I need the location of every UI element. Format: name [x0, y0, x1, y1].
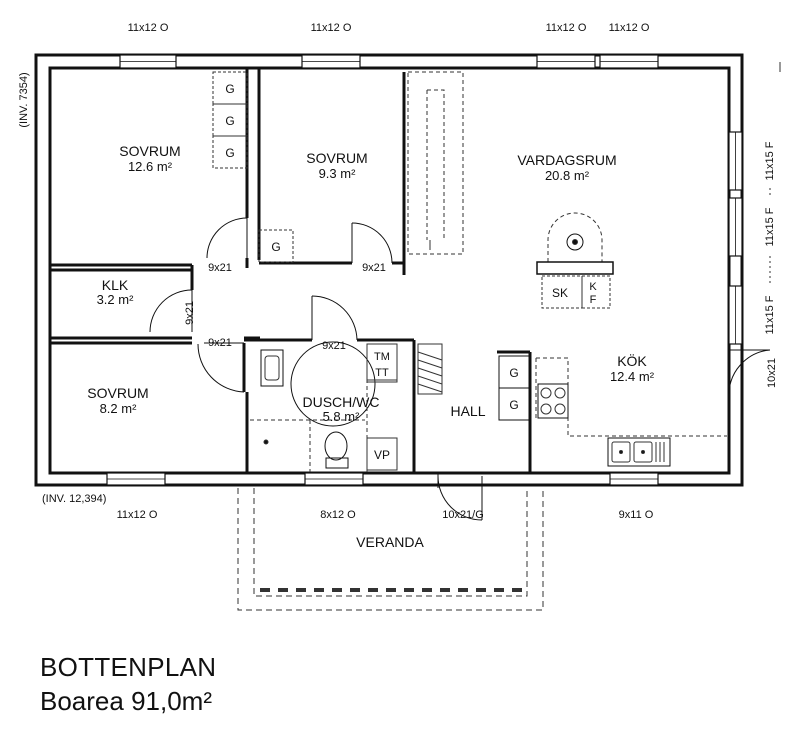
coat-rack	[417, 343, 443, 395]
interior-walls	[50, 68, 532, 473]
stove-ring-icon	[566, 233, 584, 251]
door-sovrum-2-label: 9x21	[362, 262, 386, 274]
door-klk-label: 9x21	[184, 301, 196, 325]
room-sovrum-2-name: SOVRUM	[306, 150, 367, 166]
inventory-left-label: (INV. 7354)	[18, 72, 30, 127]
window-bottom-2-label: 8x12 O	[320, 509, 356, 521]
room-sovrum-2-area: 9.3 m²	[319, 166, 357, 181]
door-sovrum-1-label: 9x21	[208, 262, 232, 274]
closet-label-1: G	[225, 82, 234, 96]
door-side-label: 10x21	[766, 358, 778, 388]
closet-label-2: G	[225, 114, 234, 128]
room-sovrum-3-area: 8.2 m²	[100, 401, 138, 416]
room-sovrum-3-name: SOVRUM	[87, 385, 148, 401]
kitchen-cabinet-label-1: G	[509, 366, 518, 380]
stair-symbol	[407, 71, 464, 255]
window-top-4-label: 11x12 O	[609, 22, 650, 34]
room-kok-name: KÖK	[617, 352, 647, 369]
room-klk-name: KLK	[102, 277, 129, 293]
door-entry-label: 10x21/G	[442, 509, 484, 521]
closet-label-4: G	[271, 240, 280, 254]
closet-label-3: G	[225, 146, 234, 160]
plan-title: BOTTENPLAN	[40, 652, 217, 682]
windows	[106, 54, 743, 486]
room-sovrum-1-area: 12.6 m²	[128, 159, 173, 174]
room-sovrum-1-name: SOVRUM	[119, 143, 180, 159]
room-hall-name: HALL	[450, 403, 485, 419]
window-top-3-label: 11x12 O	[546, 22, 587, 34]
bathroom-fixtures	[250, 341, 398, 472]
inventory-bottom-label: (INV. 12,394)	[42, 493, 106, 505]
kitchen-fixtures	[498, 355, 727, 467]
water-heater-label: VP	[374, 448, 390, 462]
room-veranda-name: VERANDA	[356, 534, 424, 550]
room-kok-area: 12.4 m²	[610, 369, 655, 384]
room-vardagsrum-name: VARDAGSRUM	[517, 152, 616, 168]
room-duschwc-name: DUSCH/WC	[303, 394, 380, 410]
side-dimension-marks	[769, 62, 781, 286]
kitchen-cabinet-label-2: G	[509, 398, 518, 412]
closet-sovrum2	[258, 229, 294, 263]
room-klk-area: 3.2 m²	[97, 292, 135, 307]
window-top-1-label: 11x12 O	[128, 22, 169, 34]
stove-icon	[537, 383, 569, 419]
door-sovrum-3-label: 9x21	[208, 337, 232, 349]
fireplace	[536, 212, 614, 309]
fireplace-k-label: K	[589, 281, 597, 293]
dryer-label: TT	[375, 367, 389, 379]
veranda	[237, 488, 544, 611]
door-bathroom-label: 9x21	[322, 340, 346, 352]
toilet-icon	[324, 431, 348, 461]
fireplace-sk-label: SK	[552, 286, 568, 300]
door-swings	[149, 217, 771, 521]
window-right-2-label: 11x15 F	[764, 207, 776, 246]
sink-icon	[260, 349, 284, 387]
fireplace-f-label: F	[590, 294, 597, 306]
window-bottom-3-label: 9x11 O	[619, 509, 654, 521]
window-top-2-label: 11x12 O	[311, 22, 352, 34]
room-vardagsrum-area: 20.8 m²	[545, 168, 590, 183]
window-right-3-label: 11x15 F	[764, 295, 776, 334]
room-duschwc-area: 5.8 m²	[323, 409, 361, 424]
window-bottom-1-label: 11x12 O	[117, 509, 158, 521]
kitchen-sink-icon	[607, 437, 671, 467]
window-right-1-label: 11x15 F	[764, 141, 776, 180]
window-centerlines	[107, 61, 736, 480]
closets-sovrum1	[212, 71, 248, 169]
plan-area: Boarea 91,0m²	[40, 686, 212, 716]
shower-circle-icon	[290, 341, 376, 427]
washer-label: TM	[374, 351, 390, 363]
